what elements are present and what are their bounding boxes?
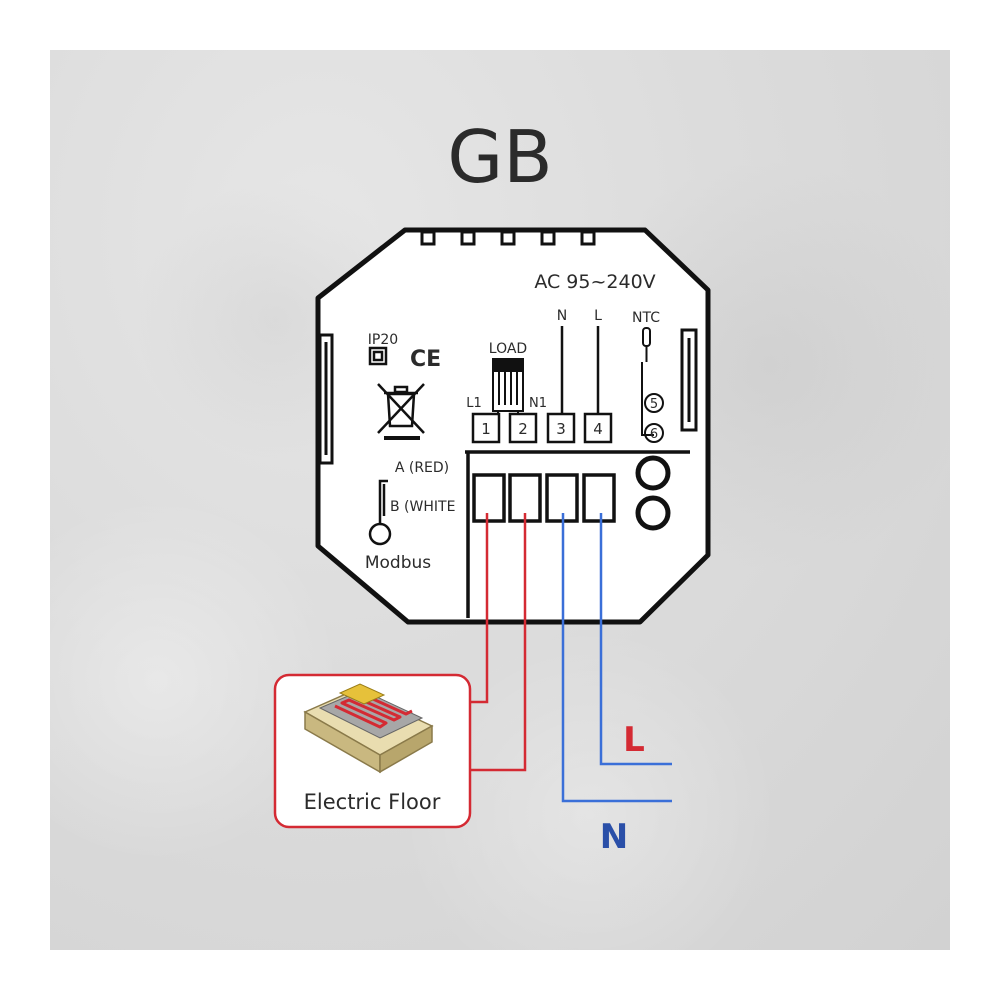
thermostat-body: AC 95~240V N L NTC 5 6 IP20 CE [315, 227, 711, 625]
top-tabs [420, 230, 596, 246]
ntc-label: NTC [632, 310, 660, 326]
ce-mark: CE [410, 347, 441, 372]
l-top-label: L [594, 308, 602, 324]
ntc-sensor-icon [641, 327, 664, 443]
right-clip [680, 328, 698, 432]
modbus-label: Modbus [365, 553, 431, 573]
n1-label: N1 [529, 396, 547, 411]
ip-rating-label: IP20 [368, 332, 398, 348]
ip-square-icon [368, 346, 388, 366]
b-white-label: B (WHITE [390, 499, 455, 515]
terminal-3: 3 [556, 420, 566, 438]
sensor-screw-holes [635, 455, 671, 531]
diagram-title: GB [447, 115, 552, 199]
load-relay-icon [492, 358, 524, 422]
supply-n-label: N [600, 817, 628, 857]
wire-load-2-red [470, 513, 527, 772]
terminal-4: 4 [593, 420, 603, 438]
terminal-block [465, 450, 690, 618]
diagram-canvas: GB AC 95~240V N L NTC [50, 50, 950, 950]
floor-heating-icon [303, 683, 434, 774]
wires [470, 513, 672, 803]
load-label: LOAD [489, 341, 527, 357]
terminal-1: 1 [481, 420, 491, 438]
n-top-label: N [557, 308, 567, 324]
terminal-2: 2 [518, 420, 528, 438]
electric-floor-label: Electric Floor [304, 790, 441, 814]
a-red-label: A (RED) [395, 460, 449, 476]
terminal-number-row [471, 412, 613, 444]
terminal-screw-slots [472, 473, 616, 523]
electric-floor-box: Electric Floor [273, 673, 472, 829]
sensor-terminal-5: 5 [650, 397, 658, 412]
wire-live-blue [599, 513, 672, 766]
l1-label: L1 [466, 396, 482, 411]
wiring-diagram: GB AC 95~240V N L NTC [273, 115, 711, 857]
left-clip [318, 333, 334, 465]
supply-l-label: L [623, 720, 645, 760]
weee-bin-icon [377, 383, 425, 440]
wire-load-1-red [470, 513, 489, 704]
voltage-label: AC 95~240V [534, 271, 655, 293]
sensor-terminal-6: 6 [650, 427, 658, 442]
wire-neutral-blue [561, 513, 672, 803]
modbus-connector-icon [368, 479, 392, 546]
